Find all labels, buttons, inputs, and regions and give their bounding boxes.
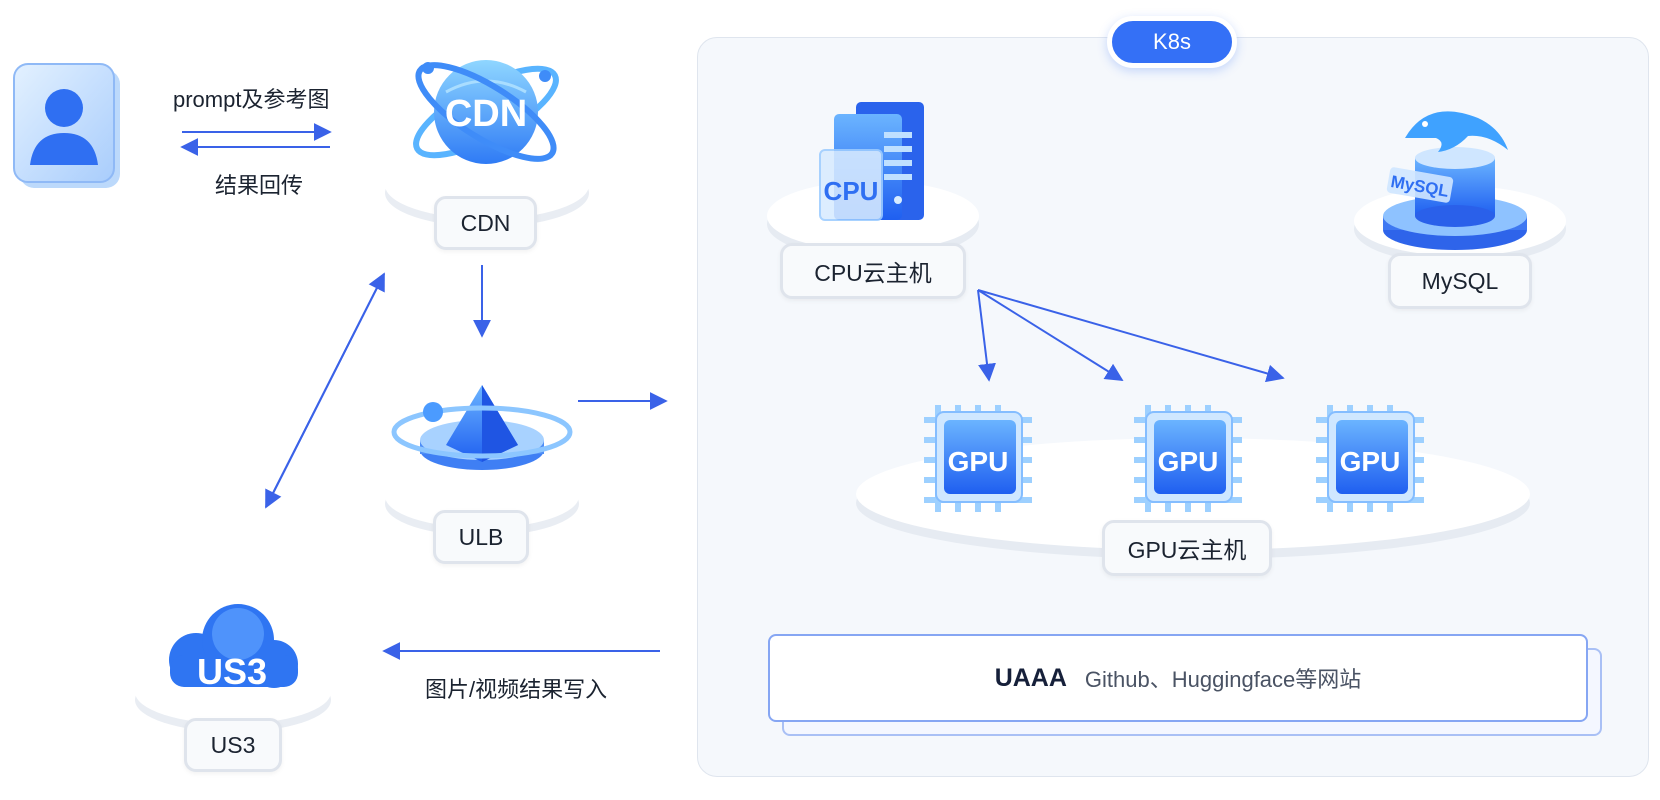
mysql-dolphin-icon: MySQL — [1383, 111, 1527, 250]
gpu-host-label: GPU云主机 — [1102, 520, 1272, 576]
gpu-chip-icon: GPU — [1316, 405, 1424, 512]
gpu-chip-icon: GPU — [1134, 405, 1242, 512]
request-edge-label: prompt及参考图 — [173, 87, 330, 112]
gpu-chip-icon: GPU — [924, 405, 1032, 512]
arrows — [180, 123, 1285, 660]
cpu-server-icon: CPU — [819, 102, 924, 221]
cpu-to-gpu-1-arrow — [977, 289, 996, 382]
cpu-to-gpu-3-arrow — [977, 289, 1285, 383]
gpu-chip-1-text: GPU — [948, 446, 1009, 477]
uaaa-title: UAAA — [994, 663, 1067, 692]
uaaa-subtitle: Github、Huggingface等网站 — [1084, 667, 1362, 692]
gpu-chip-2-text: GPU — [1158, 446, 1219, 477]
cpu-host-label: CPU云主机 — [780, 243, 966, 299]
mysql-label: MySQL — [1388, 253, 1532, 309]
response-edge-label: 结果回传 — [215, 173, 304, 198]
gpu-chip-3-text: GPU — [1340, 446, 1401, 477]
uaaa-card: UAAA Github、Huggingface等网站 — [768, 634, 1588, 722]
cdn-globe-icon: CDN — [413, 60, 559, 164]
cpu-icon-text: CPU — [824, 176, 879, 206]
k8s-badge: K8s — [1107, 16, 1237, 68]
ulb-pyramid-icon — [391, 385, 573, 470]
user-icon — [13, 63, 120, 188]
us3-cdn-arrow-down — [265, 273, 385, 509]
ulb-label: ULB — [433, 510, 529, 564]
us3-label: US3 — [184, 718, 282, 772]
cpu-to-gpu-2-arrow — [977, 289, 1124, 381]
write-back-edge-label: 图片/视频结果写入 — [425, 677, 608, 702]
us3-icon-text: US3 — [197, 651, 267, 692]
cdn-icon-text: CDN — [445, 93, 527, 135]
cdn-label: CDN — [434, 196, 537, 250]
us3-cloud-icon: US3 — [169, 604, 298, 692]
